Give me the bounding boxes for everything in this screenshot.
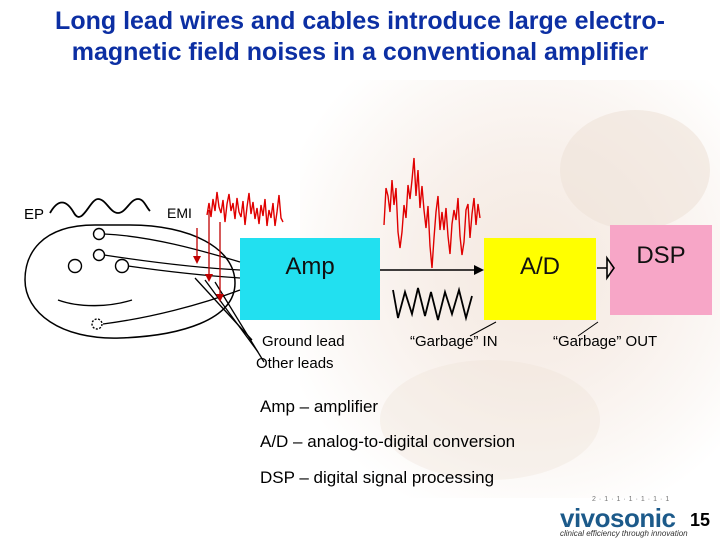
dsp-label: DSP — [636, 242, 686, 269]
garbage-in-waveform — [392, 286, 473, 322]
footer — [0, 498, 720, 540]
amp-block: Amp — [240, 238, 380, 320]
electrodes — [67, 227, 130, 330]
amp-label: Amp — [285, 253, 335, 280]
company-logo: vivosonic — [560, 503, 676, 533]
garbage-out-pointer — [577, 321, 599, 337]
emi-arrows — [193, 210, 224, 302]
ep-waveform — [49, 198, 151, 218]
ep-label: EP — [24, 206, 45, 223]
garbage-in-pointer — [469, 321, 497, 337]
background-blob — [560, 110, 710, 230]
other-leads-label: Other leads — [256, 355, 334, 372]
page-number: 15 — [690, 510, 711, 530]
slide-title: Long lead wires and cables introduce lar… — [55, 7, 665, 66]
ad-block: A/D — [484, 238, 596, 320]
ad-label: A/D — [519, 253, 560, 280]
logo-ticks: 2·1·1·1·1·1·1 — [592, 496, 673, 503]
head-outline — [24, 224, 236, 339]
legend-ad: A/D – analog-to-digital conversion — [260, 432, 516, 451]
legend-amp: Amp – amplifier — [260, 397, 379, 416]
emi-label: EMI — [167, 205, 192, 221]
company-tagline: clinical efficiency through innovation — [560, 529, 688, 538]
garbage-in-label: “Garbage” IN — [410, 333, 498, 350]
emi-noise-signal — [206, 191, 284, 227]
legend-dsp: DSP – digital signal processing — [260, 468, 495, 487]
background-blob — [380, 360, 600, 480]
dsp-block: DSP — [610, 225, 712, 315]
garbage-out-label: “Garbage” OUT — [553, 333, 658, 350]
ground-lead-label: Ground lead — [262, 333, 345, 350]
ad-to-dsp-arrow — [597, 255, 615, 281]
amplified-noise-signal — [383, 157, 481, 269]
lead-wires — [102, 233, 265, 363]
